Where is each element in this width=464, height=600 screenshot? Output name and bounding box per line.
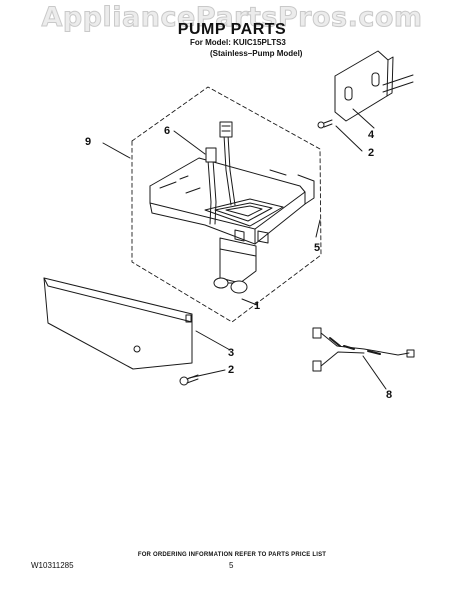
- wire-harness-8: [312, 327, 415, 372]
- model-line: For Model: KUIC15PLTS3: [190, 38, 286, 47]
- callout-4: 4: [368, 129, 375, 141]
- callout-2-upper: 2: [368, 147, 374, 159]
- page-title: PUMP PARTS: [177, 21, 287, 38]
- screw-lower: [179, 374, 199, 386]
- pump-reservoir-assembly: [149, 157, 315, 245]
- callout-5: 5: [314, 242, 320, 254]
- pump-motor: [213, 237, 257, 294]
- screw-upper: [317, 119, 333, 129]
- ordering-note: FOR ORDERING INFORMATION REFER TO PARTS …: [137, 552, 327, 558]
- model-info: For Model: KUIC15PLTS3 (Stainless–Pump M…: [190, 37, 302, 59]
- mounting-bracket: [334, 50, 414, 122]
- cover-panel: [43, 277, 193, 370]
- callout-3: 3: [228, 347, 234, 359]
- callout-8: 8: [386, 389, 392, 401]
- callout-2-lower: 2: [228, 364, 234, 376]
- model-subtitle: (Stainless–Pump Model): [210, 49, 303, 58]
- callout-1: 1: [254, 300, 260, 312]
- page-number: 5: [229, 561, 234, 570]
- document-number: W10311285: [31, 561, 74, 570]
- leader-lines: [102, 108, 387, 390]
- callout-6: 6: [164, 125, 170, 137]
- wire-harness-6: [205, 121, 236, 225]
- callout-9: 9: [85, 136, 91, 148]
- watermark-text: AppliancePartsPros.com: [41, 2, 423, 34]
- assembly-boundary-dashed: [131, 86, 322, 323]
